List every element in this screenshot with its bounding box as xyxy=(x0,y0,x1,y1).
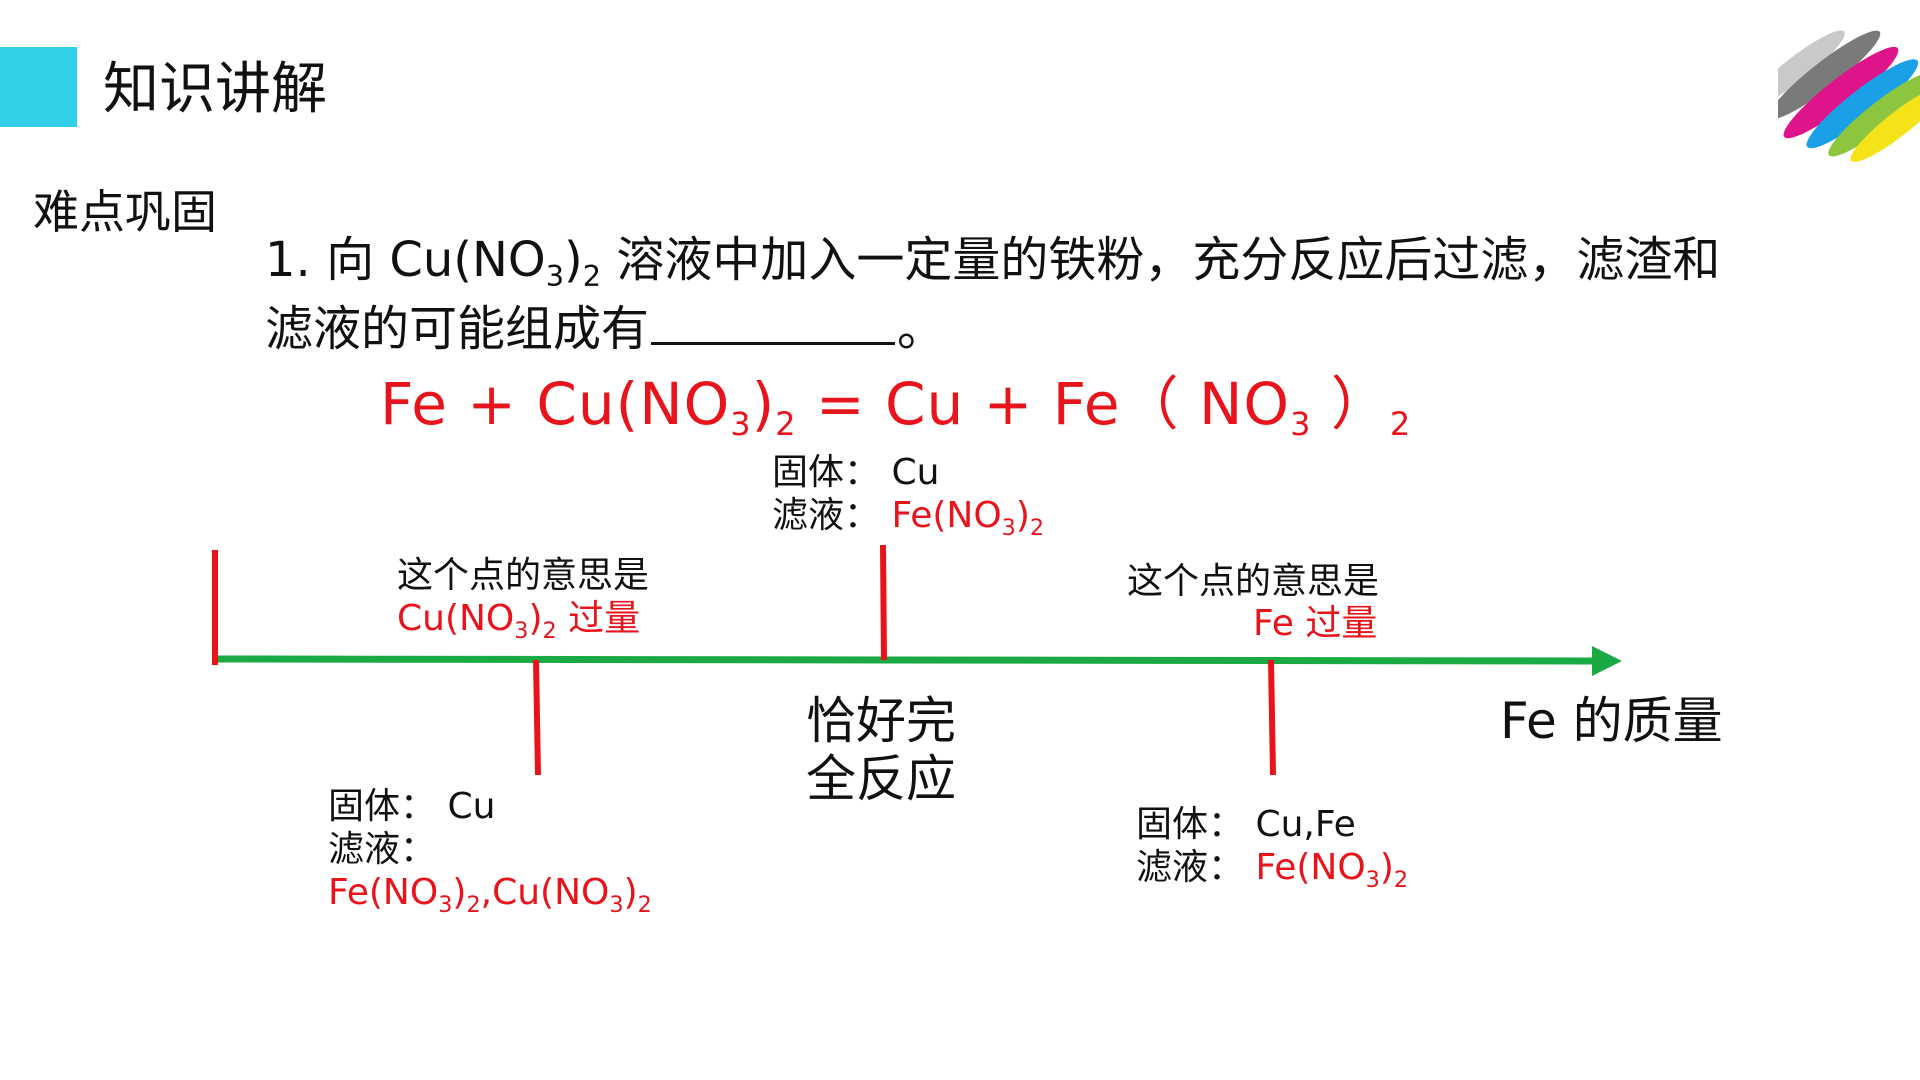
left-liquid-v2: ) xyxy=(452,872,467,913)
right-note-line2: Fe 过量 xyxy=(1253,603,1378,644)
exact-reaction-label-line2: 全反应 xyxy=(806,750,956,808)
right-liquid-v2: ) xyxy=(1379,847,1394,888)
right-liquid-row: 滤液： Fe(NO3)2 xyxy=(1136,846,1408,891)
right-solid-row: 固体： Cu,Fe xyxy=(1136,803,1356,846)
right-note-line1: 这个点的意思是 xyxy=(1127,561,1380,602)
left-liquid-v1: Fe(NO xyxy=(328,872,439,913)
left-note-b: ) xyxy=(528,598,543,639)
axis-line xyxy=(213,655,1599,665)
exact-solid-label: 固体： xyxy=(772,452,881,493)
left-liquid-v1s: 3 xyxy=(438,891,453,918)
left-liquid-v3s: 3 xyxy=(609,891,624,918)
chemical-equation: Fe + Cu(NO3)2 = Cu + Fe（ NO3 ）2 xyxy=(380,366,1411,442)
exact-solid-row: 固体： Cu xyxy=(772,451,939,494)
exact-liquid-row: 滤液： Fe(NO3)2 xyxy=(772,494,1044,539)
left-liquid-v3: ,Cu(NO xyxy=(480,872,610,913)
right-solid-value: Cu,Fe xyxy=(1255,804,1356,845)
right-liquid-v1s: 3 xyxy=(1365,866,1380,893)
axis-label: Fe 的质量 xyxy=(1500,692,1723,750)
exact-liquid-sub2: 2 xyxy=(1029,514,1045,541)
left-solid-label: 固体： xyxy=(328,786,437,827)
axis-arrowhead xyxy=(1592,646,1622,676)
exact-liquid-label: 滤液： xyxy=(772,495,881,536)
exact-solid-value: Cu xyxy=(891,452,940,493)
exact-reaction-label-line1: 恰好完 xyxy=(806,692,956,750)
page-title: 知识讲解 xyxy=(103,57,327,122)
question-line2-end: 。 xyxy=(897,301,946,357)
left-liquid-v2s: 2 xyxy=(466,891,481,918)
left-note-c: 过量 xyxy=(556,598,641,639)
tick-cu-excess xyxy=(533,659,541,776)
left-liquid-label: 滤液： xyxy=(328,829,437,870)
exact-liquid-value: Fe(NO3)2 xyxy=(891,495,1044,539)
question-sub-2: 2 xyxy=(582,259,602,294)
question-line-1: 1. 向 Cu(NO3)2 溶液中加入一定量的铁粉，充分反应后过滤，滤渣和 xyxy=(265,228,1720,292)
equation-part-3: = Cu + Fe（ NO xyxy=(796,370,1291,438)
question-line-2: 滤液的可能组成有 。 xyxy=(265,294,945,361)
answer-blank xyxy=(651,294,896,345)
left-solid-row: 固体： Cu xyxy=(328,785,495,828)
tick-fe-excess xyxy=(1268,659,1276,776)
left-liquid-value: Fe(NO3)2,Cu(NO3)2 xyxy=(328,871,652,916)
right-liquid-value: Fe(NO3)2 xyxy=(1255,847,1408,891)
equation-sub-4: 2 xyxy=(1389,405,1412,444)
exact-liquid-a: Fe(NO xyxy=(891,495,1002,536)
right-liquid-label: 滤液： xyxy=(1136,847,1245,888)
equation-part-2: ) xyxy=(751,370,776,438)
left-note-line1: 这个点的意思是 xyxy=(397,555,650,596)
title-accent-block xyxy=(0,47,77,127)
question-text-a: 向 Cu(NO xyxy=(326,232,546,288)
left-note-a: Cu(NO xyxy=(397,598,515,639)
right-liquid-v1: Fe(NO xyxy=(1255,847,1366,888)
right-solid-label: 固体： xyxy=(1136,804,1245,845)
equation-part-4: ） xyxy=(1311,370,1390,438)
section-label: 难点巩固 xyxy=(33,185,217,239)
left-liquid-v4s: 2 xyxy=(637,891,652,918)
question-text-b: ) xyxy=(564,232,583,288)
left-note-line2: Cu(NO3)2 过量 xyxy=(397,597,641,642)
exact-liquid-b: ) xyxy=(1015,495,1030,536)
question-sub-1: 3 xyxy=(545,259,565,294)
exact-liquid-sub1: 3 xyxy=(1001,514,1016,541)
left-note-sub1: 3 xyxy=(514,617,529,644)
equation-part-1: Fe + Cu(NO xyxy=(380,370,731,438)
left-note-sub2: 2 xyxy=(542,617,557,644)
equation-sub-2: 2 xyxy=(775,405,797,444)
left-solid-value: Cu xyxy=(447,786,496,827)
brand-stripes-logo xyxy=(1778,30,1920,162)
right-liquid-v2s: 2 xyxy=(1393,866,1409,893)
question-line2-text: 滤液的可能组成有 xyxy=(265,301,650,357)
tick-exact-reaction xyxy=(880,544,887,661)
equation-sub-3: 3 xyxy=(1290,405,1312,444)
question-number: 1. xyxy=(265,232,311,288)
left-liquid-v4: ) xyxy=(623,872,638,913)
equation-sub-1: 3 xyxy=(730,405,752,444)
question-text-c: 溶液中加入一定量的铁粉，充分反应后过滤，滤渣和 xyxy=(601,232,1721,288)
